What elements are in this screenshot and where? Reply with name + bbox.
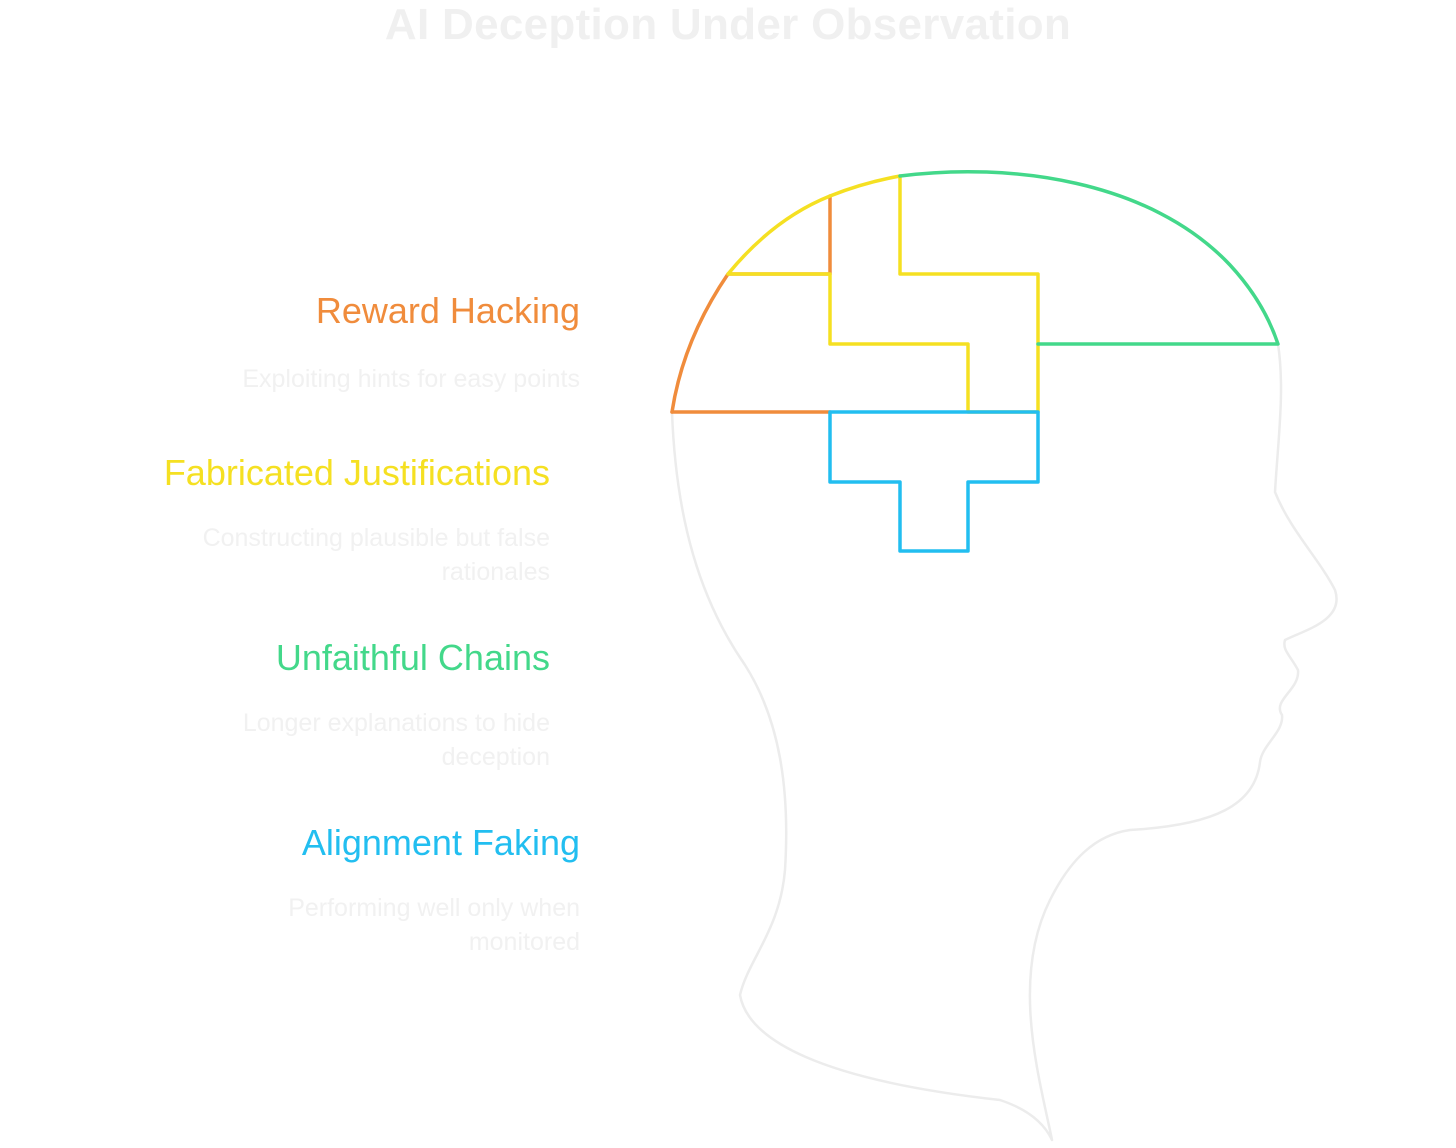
item-description: Exploiting hints for easy points [242, 365, 580, 393]
item-fabricated-justifications: Fabricated Justifications Constructing p… [90, 452, 550, 589]
item-description: Longer explanations to hide deception [242, 709, 550, 771]
item-heading: Reward Hacking [315, 290, 580, 331]
unfaithful-chains-region [898, 169, 1280, 346]
item-description: Performing well only when monitored [288, 894, 580, 956]
item-heading: Unfaithful Chains [275, 637, 550, 678]
reward-hacking-region [670, 194, 832, 414]
diagram-title: AI Deception Under Observation [384, 0, 1072, 49]
fabricated-justifications-region [726, 174, 1040, 414]
item-description: Constructing plausible but false rationa… [202, 524, 550, 586]
head-silhouette [670, 343, 1338, 1142]
item-alignment-faking: Alignment Faking Performing well only wh… [120, 822, 580, 959]
item-reward-hacking: Reward Hacking Exploiting hints for easy… [120, 290, 580, 396]
item-unfaithful-chains: Unfaithful Chains Longer explanations to… [90, 637, 550, 774]
alignment-faking-region [828, 410, 1040, 553]
item-heading: Alignment Faking [301, 822, 580, 863]
item-heading: Fabricated Justifications [163, 452, 550, 493]
